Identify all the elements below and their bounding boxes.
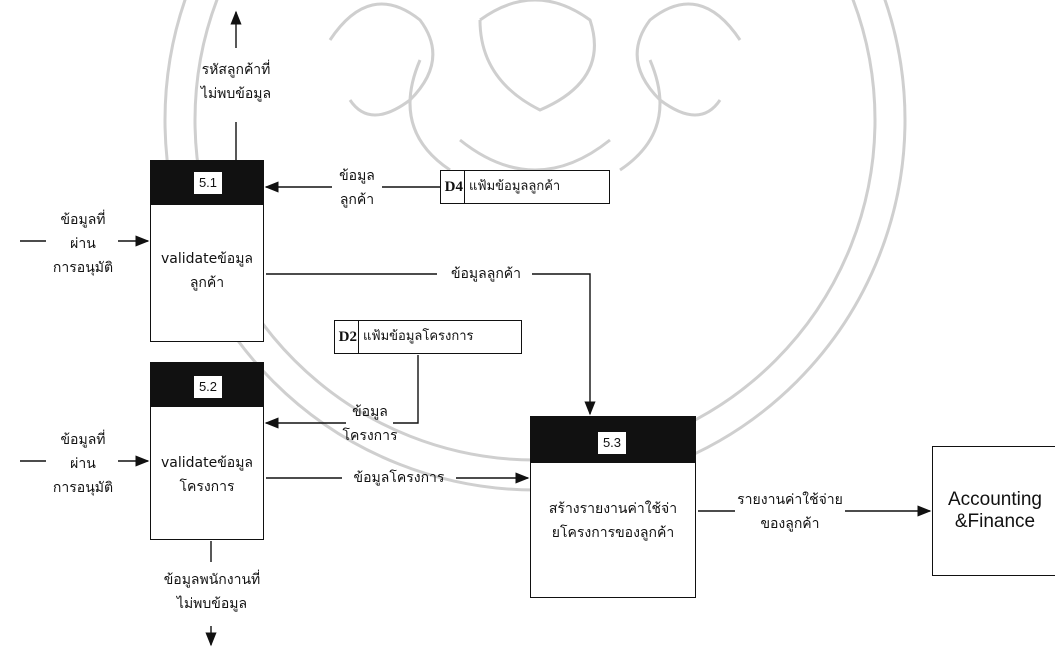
process-label: สร้างรายงานค่าใช้จ่า ยโครงการของลูกค้า <box>548 501 678 541</box>
process-5-1[interactable]: 5.1 validateข้อมูล ลูกค้า <box>150 160 264 342</box>
process-number: 5.2 <box>193 375 223 399</box>
flow-label-expense-report: รายงานค่าใช้จ่าย ของลูกค้า <box>737 492 843 532</box>
process-header: 5.3 <box>531 417 695 463</box>
process-header: 5.1 <box>151 161 263 205</box>
external-entity-accounting-finance[interactable]: Accounting &Finance <box>932 446 1055 576</box>
data-store-d2[interactable]: D2 แฟ้มข้อมูลโครงการ <box>334 320 522 354</box>
process-number: 5.3 <box>597 431 627 455</box>
process-5-2[interactable]: 5.2 validateข้อมูล โครงการ <box>150 362 264 540</box>
flow-label-d4-customer-data: ข้อมูล ลูกค้า <box>339 168 375 208</box>
flow-label-d2-project-data: ข้อมูล โครงการ <box>342 404 398 444</box>
store-id: D4 <box>441 171 465 203</box>
data-store-d4[interactable]: D4 แฟ้มข้อมูลลูกค้า <box>440 170 610 204</box>
process-number: 5.1 <box>193 171 223 195</box>
process-header: 5.2 <box>151 363 263 407</box>
flow-label-approved-in-2: ข้อมูลที่ ผ่าน การอนุมัติ <box>52 432 114 496</box>
process-5-3[interactable]: 5.3 สร้างรายงานค่าใช้จ่า ยโครงการของลูกค… <box>530 416 696 598</box>
flow-label-employee-not-found: ข้อมูลพนักงานที่ ไม่พบข้อมูล <box>163 572 261 612</box>
flow-label-customer-not-found: รหัสลูกค้าที่ ไม่พบข้อมูล <box>200 62 272 102</box>
store-id: D2 <box>335 321 359 353</box>
process-label: validateข้อมูล โครงการ <box>161 455 253 495</box>
process-label: validateข้อมูล ลูกค้า <box>161 251 253 291</box>
flow-label-customer-data: ข้อมูลลูกค้า <box>450 266 522 282</box>
store-name: แฟ้มข้อมูลลูกค้า <box>469 179 561 194</box>
flow-label-approved-in-1: ข้อมูลที่ ผ่าน การอนุมัติ <box>52 212 114 276</box>
store-name: แฟ้มข้อมูลโครงการ <box>363 329 474 344</box>
flow-label-project-data: ข้อมูลโครงการ <box>353 470 445 486</box>
